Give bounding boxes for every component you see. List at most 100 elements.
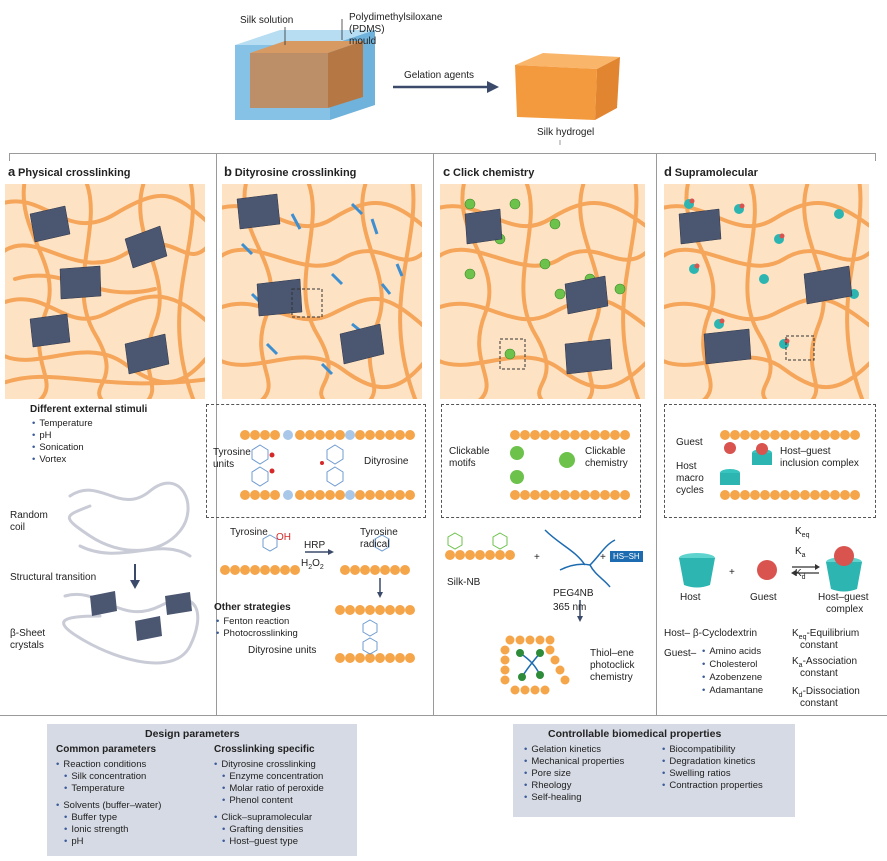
tyrosine-radical-label-2: radical xyxy=(360,539,390,550)
keq-label: Keq xyxy=(795,526,810,539)
guest-label: Guest xyxy=(676,437,703,448)
host-macrocycles-label-1: Host xyxy=(676,461,697,472)
ka-definition-1: Ka-Association xyxy=(792,656,858,669)
bracket-line xyxy=(9,153,875,154)
panel-d-title: d Supramolecular xyxy=(664,164,758,179)
random-coil-label-2: coil xyxy=(10,522,26,533)
h2o2-label: H2O2 xyxy=(301,558,324,571)
hrp-label: HRP xyxy=(304,540,326,551)
strategy-item: Fenton reaction xyxy=(216,616,289,627)
host-guest-equilibrium-graphic xyxy=(679,546,862,592)
tyrosine-radical-label-1: Tyrosine xyxy=(360,527,398,538)
pdms-label-1: Polydimethylsiloxane xyxy=(349,12,443,23)
plus-sign: + xyxy=(534,552,540,563)
property-item: Swelling ratios xyxy=(662,768,730,779)
dityrosine-label: Dityrosine xyxy=(364,456,409,467)
pdms-label-3: mould xyxy=(349,36,377,47)
physical-network-graphic xyxy=(5,184,205,399)
dityrosine-units-label: Dityrosine units xyxy=(248,645,317,656)
keq-definition-1: Keq-Equilibrium xyxy=(792,628,860,641)
tyrosine-units-label-2: units xyxy=(213,459,235,470)
keq-definition-2: constant xyxy=(800,640,838,651)
column-divider xyxy=(433,160,434,715)
random-coil-label-1: Random xyxy=(10,510,48,521)
wavelength-label: 365 nm xyxy=(553,602,587,613)
other-strategies-title: Other strategies xyxy=(214,602,291,613)
gelation-scheme-graphic xyxy=(235,19,620,145)
host-macrocycles-label-2: macro xyxy=(676,473,704,484)
inclusion-complex-label-2: inclusion complex xyxy=(780,458,859,469)
host-label: Host xyxy=(680,592,701,603)
guest-item: Azobenzene xyxy=(702,672,762,683)
stimulus-item: Sonication xyxy=(32,442,83,453)
property-item: Biocompatibility xyxy=(662,744,735,755)
clickable-chemistry-label-2: chemistry xyxy=(585,458,628,469)
kd-label: Kd xyxy=(795,568,806,581)
property-item: Mechanical properties xyxy=(524,756,624,767)
ka-definition-2: constant xyxy=(800,668,838,679)
peg4nb-label: PEG4NB xyxy=(553,588,594,599)
click-network-graphic xyxy=(440,184,645,399)
stimulus-item: Temperature xyxy=(32,418,92,429)
panel-c-title: c Click chemistry xyxy=(443,164,535,179)
thiol-ene-label-2: photoclick xyxy=(590,660,635,671)
guest-definition: Guest– xyxy=(664,648,697,659)
ka-label: Ka xyxy=(795,546,806,559)
reaction-conditions: Reaction conditions xyxy=(56,759,146,770)
pdms-label-2: (PDMS) xyxy=(349,24,385,35)
structural-transition-label: Structural transition xyxy=(10,572,97,583)
gelation-agents-label: Gelation agents xyxy=(404,70,475,81)
dityrosine-item: Molar ratio of peroxide xyxy=(222,783,324,794)
clickable-motifs-label-2: motifs xyxy=(449,458,476,469)
click-zoom-box xyxy=(441,404,641,518)
dityrosine-network-graphic xyxy=(222,184,422,399)
oh-label: OH xyxy=(276,532,291,543)
stimuli-title: Different external stimuli xyxy=(30,404,148,415)
strategy-item: Photocrosslinking xyxy=(216,628,297,639)
solvents: Solvents (buffer–water) xyxy=(56,800,161,811)
property-item: Rheology xyxy=(524,780,571,791)
kd-definition-1: Kd-Dissociation xyxy=(792,686,860,699)
click-chain-graphic xyxy=(510,430,630,500)
panel-a-title: a Physical crosslinking xyxy=(8,164,131,179)
click-parameters: Click–supramolecular xyxy=(214,812,312,823)
guest-item: Adamantane xyxy=(702,685,763,696)
solvent-item: Buffer type xyxy=(64,812,117,823)
reaction-item: Silk concentration xyxy=(64,771,146,782)
thiol-ene-graphic xyxy=(445,529,616,695)
property-item: Degradation kinetics xyxy=(662,756,755,767)
tyrosine-units-label-1: Tyrosine xyxy=(213,447,251,458)
property-item: Self-healing xyxy=(524,792,581,803)
hs-sh-label: HS–SH xyxy=(610,551,643,562)
thiol-ene-label-1: Thiol–ene xyxy=(590,648,634,659)
property-item: Contraction properties xyxy=(662,780,762,791)
inclusion-complex-label-1: Host–guest xyxy=(780,446,831,457)
coil-transition-graphic xyxy=(62,481,200,665)
silk-hydrogel-label: Silk hydrogel xyxy=(537,127,595,138)
click-item: Grafting densities xyxy=(222,824,303,835)
supramolecular-zoom-box xyxy=(664,404,876,518)
stimulus-item: Vortex xyxy=(32,454,66,465)
host-guest-complex-label-2: complex xyxy=(826,604,864,615)
solvent-item: pH xyxy=(64,836,83,847)
stimulus-item: pH xyxy=(32,430,51,441)
biomedical-properties-title: Controllable biomedical properties xyxy=(548,728,722,740)
design-parameters-title: Design parameters xyxy=(145,728,240,740)
clickable-chemistry-label-1: Clickable xyxy=(585,446,626,457)
host-definition: Host– β-Cyclodextrin xyxy=(664,628,758,639)
host-guest-chain-graphic xyxy=(720,430,860,500)
dityrosine-parameters: Dityrosine crosslinking xyxy=(214,759,316,770)
dityrosine-zoom-box xyxy=(206,404,426,518)
guest-label-2: Guest xyxy=(750,592,777,603)
host-guest-complex-label-1: Host–guest xyxy=(818,592,869,603)
property-item: Gelation kinetics xyxy=(524,744,601,755)
section-divider xyxy=(0,715,887,716)
thiol-ene-label-3: chemistry xyxy=(590,672,633,683)
panel-b-title: b Dityrosine crosslinking xyxy=(224,164,357,179)
column-divider xyxy=(656,160,657,715)
clickable-motifs-label-1: Clickable xyxy=(449,446,490,457)
supramolecular-network-graphic xyxy=(664,184,869,399)
tyrosine-chain-graphic xyxy=(240,430,415,500)
tyrosine-reaction-graphic xyxy=(220,534,415,663)
plus-sign: + xyxy=(729,567,735,578)
